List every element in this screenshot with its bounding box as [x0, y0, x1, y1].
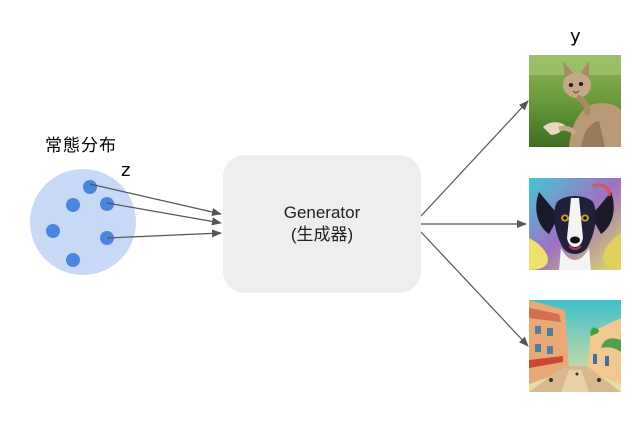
sample-point	[66, 253, 80, 267]
output-arrow	[420, 231, 529, 347]
sample-point	[66, 198, 80, 212]
latent-label: z	[121, 160, 131, 181]
output-image-cat	[529, 55, 621, 147]
street-painting-icon	[529, 300, 621, 392]
output-image-street	[529, 300, 621, 392]
output-image-dog	[529, 178, 621, 270]
sample-point	[83, 180, 97, 194]
input-arrow	[89, 183, 222, 216]
generator-box: Generator (生成器)	[223, 155, 421, 293]
generator-title: Generator	[283, 203, 361, 222]
input-arrow	[106, 229, 222, 239]
output-arrow	[420, 100, 529, 217]
generator-subtitle: (生成器)	[290, 225, 354, 244]
dog-painting-icon	[529, 178, 621, 270]
sample-point	[46, 224, 60, 238]
distribution-label: 常態分布	[45, 136, 117, 156]
distribution-circle	[30, 169, 136, 275]
cat-photo-icon	[529, 55, 621, 147]
sample-point	[100, 197, 114, 211]
output-label: y	[570, 26, 581, 47]
input-arrow	[106, 202, 222, 226]
